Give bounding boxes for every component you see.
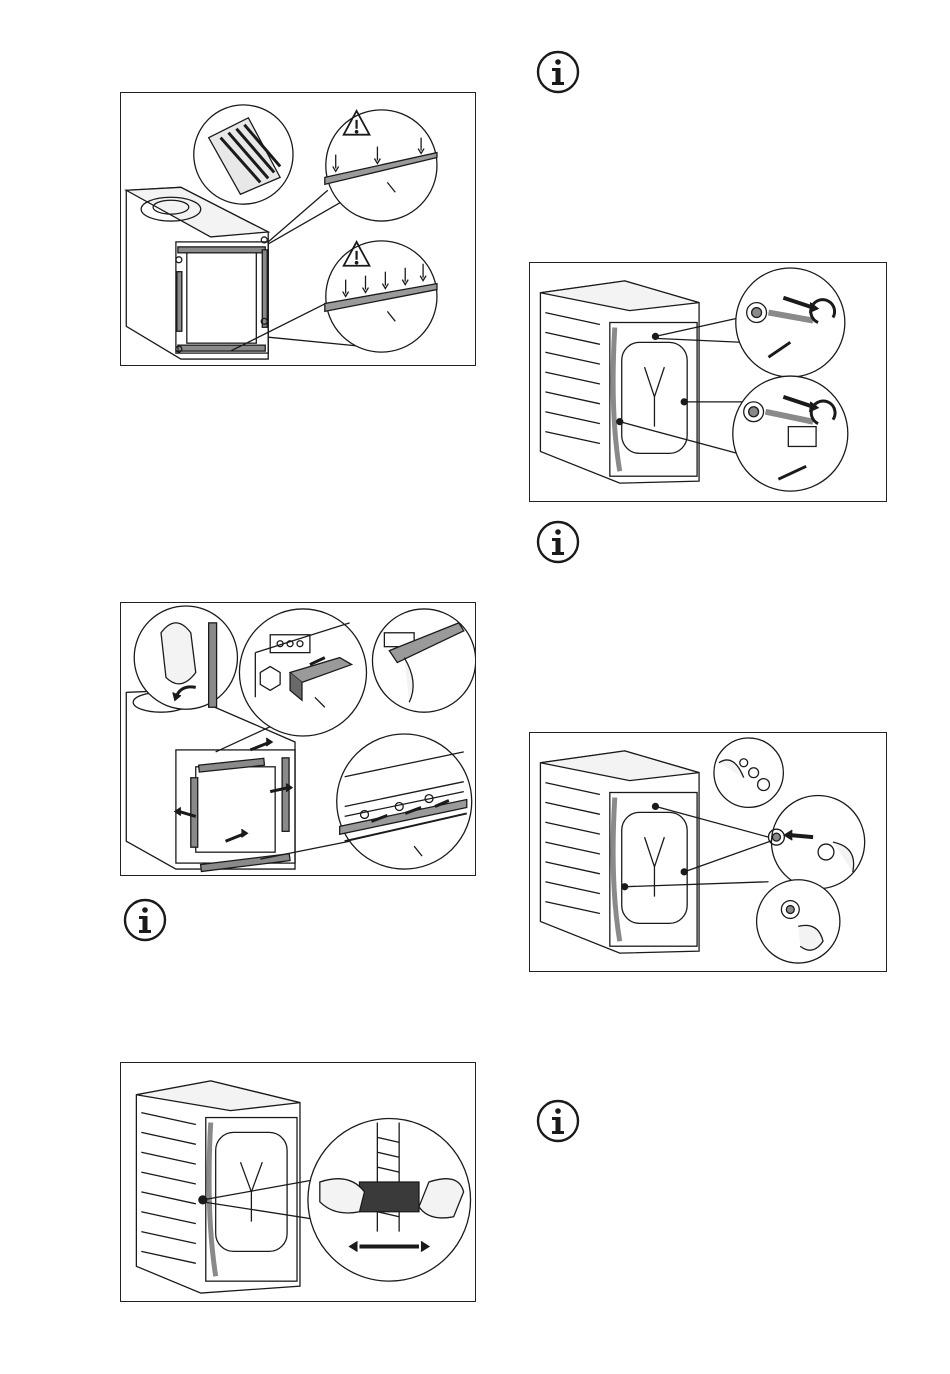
info-icon [536, 520, 580, 564]
figure-transit-strips [120, 92, 476, 366]
hose-clip-illustration [121, 1063, 475, 1301]
info-icon [536, 1099, 580, 1143]
figure-plastic-caps [529, 732, 887, 972]
figure-sealing-strip [120, 602, 476, 876]
sealing-strip-illustration [121, 603, 475, 875]
figure-hose-clip [120, 1062, 476, 1302]
info-icon [536, 50, 580, 94]
transit-strips-illustration [121, 93, 475, 365]
figure-transit-bolts [529, 262, 887, 502]
plastic-caps-illustration [530, 733, 886, 971]
transit-bolts-illustration [530, 263, 886, 501]
info-icon [123, 898, 167, 942]
